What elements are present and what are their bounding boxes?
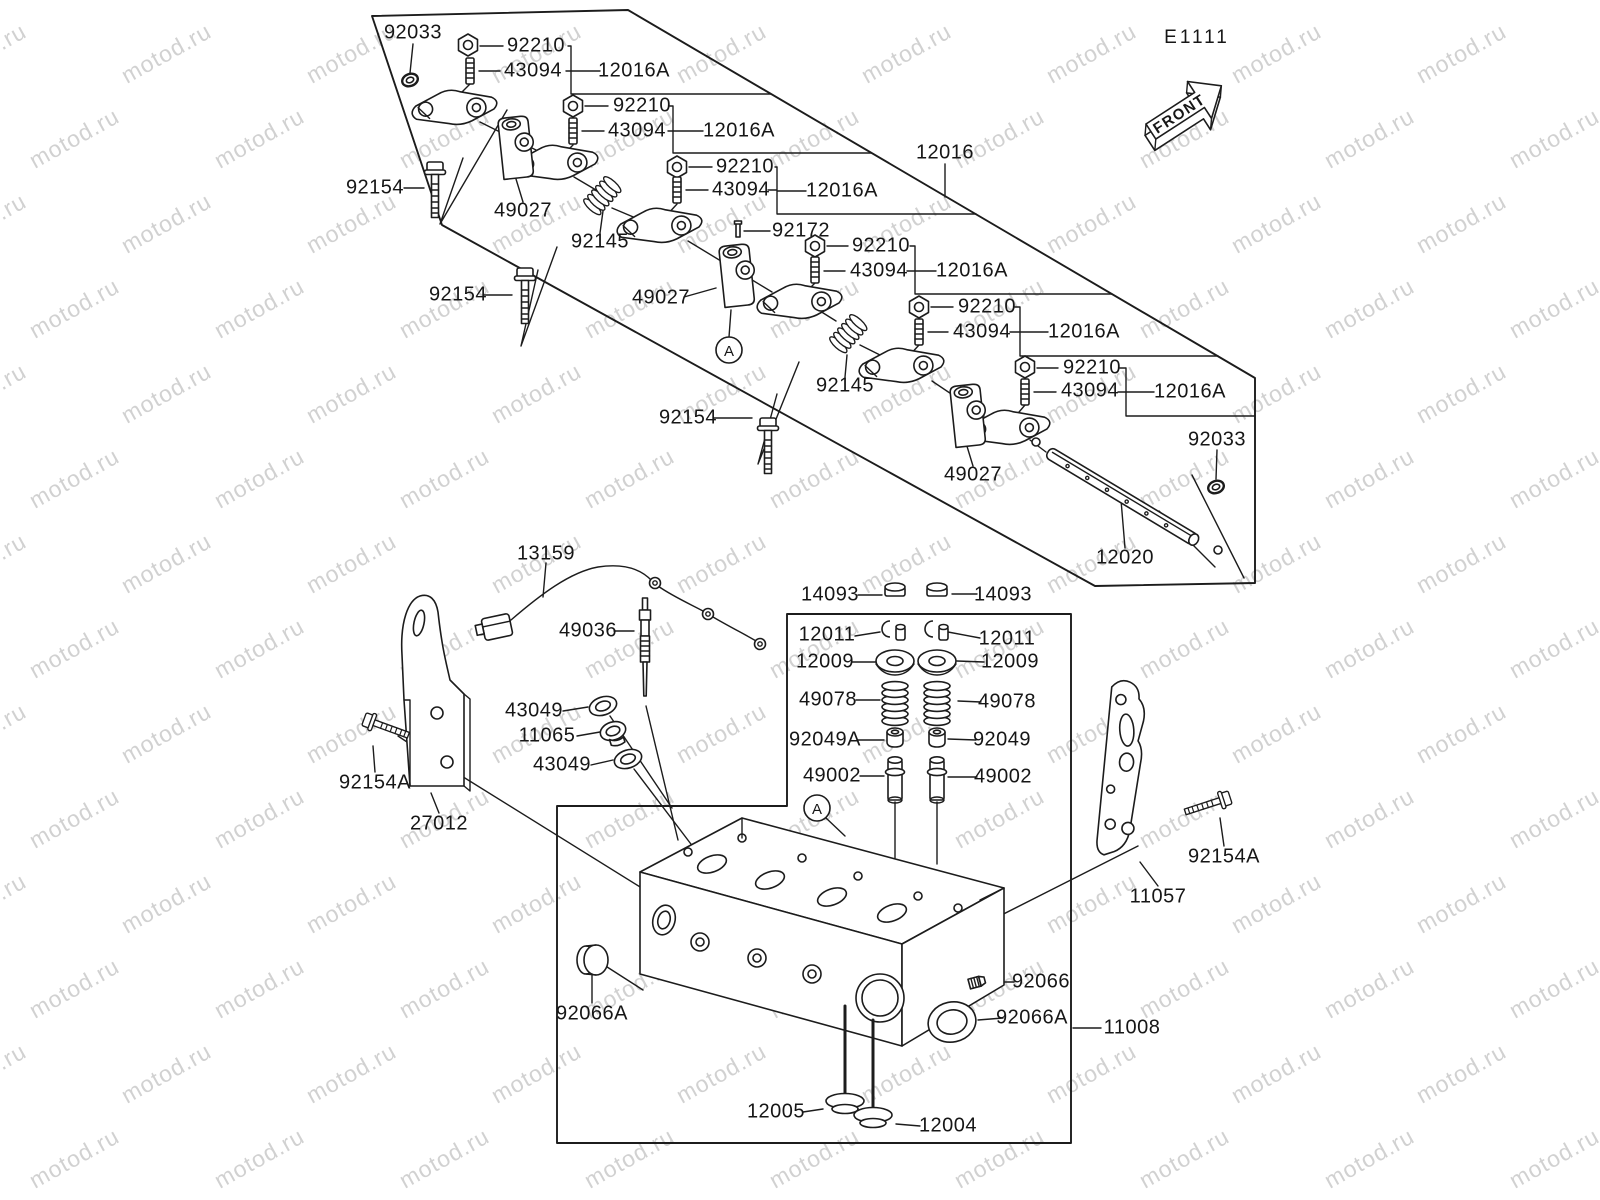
part-label-49078: 49078 <box>977 690 1037 713</box>
part-label-49027: 49027 <box>631 286 691 309</box>
part-label-43094: 43094 <box>1060 379 1120 402</box>
part-label-12016A: 12016A <box>1154 380 1226 403</box>
part-label-92210: 92210 <box>1062 356 1122 379</box>
part-label-92145: 92145 <box>570 230 630 253</box>
part-label-92154: 92154 <box>345 176 405 199</box>
part-label-11065: 11065 <box>518 724 576 747</box>
part-label-43094: 43094 <box>952 320 1012 343</box>
part-label-12016A: 12016A <box>1048 320 1120 343</box>
part-label-12016: 12016 <box>915 141 975 164</box>
part-label-12009: 12009 <box>795 650 855 673</box>
part-label-12016A: 12016A <box>703 119 775 142</box>
detail-marker-a1: A <box>715 336 743 364</box>
part-label-27012: 27012 <box>409 812 469 835</box>
part-label-92066A: 92066A <box>556 1002 628 1025</box>
bracket-left-icon <box>400 594 471 792</box>
part-label-12016A: 12016A <box>936 259 1008 282</box>
part-label-92172: 92172 <box>771 219 831 242</box>
part-label-11008: 11008 <box>1103 1016 1161 1039</box>
plug-icon <box>967 975 987 990</box>
wiring-lead-icon <box>474 565 767 651</box>
glow-plug-icon <box>638 597 652 697</box>
part-label-92049A: 92049A <box>789 728 861 751</box>
part-label-49036: 49036 <box>558 619 618 642</box>
part-label-12005: 12005 <box>746 1100 806 1123</box>
breather-cup-icon <box>599 720 627 747</box>
part-label-92145: 92145 <box>815 374 875 397</box>
part-label-49027: 49027 <box>493 199 553 222</box>
part-label-92033: 92033 <box>1187 428 1247 451</box>
part-label-13159: 13159 <box>516 542 576 565</box>
part-label-92033: 92033 <box>383 21 443 44</box>
part-label-43094: 43094 <box>849 259 909 282</box>
adjuster-pin-icon <box>733 220 743 238</box>
part-label-92154: 92154 <box>658 406 718 429</box>
part-label-12020: 12020 <box>1095 546 1155 569</box>
part-label-12016A: 12016A <box>806 179 878 202</box>
part-label-92210: 92210 <box>715 155 775 178</box>
part-label-92066: 92066 <box>1011 970 1071 993</box>
part-label-12016A: 12016A <box>598 59 670 82</box>
drawing-ref-code: E1111 <box>1164 27 1230 48</box>
part-label-12004: 12004 <box>918 1114 978 1137</box>
part-label-92210: 92210 <box>851 234 911 257</box>
part-label-92049: 92049 <box>972 728 1032 751</box>
part-label-43094: 43094 <box>607 119 667 142</box>
part-label-92154A: 92154A <box>1188 845 1260 868</box>
part-label-92154A: 92154A <box>339 771 411 794</box>
cylinder-head-icon <box>639 817 1005 1047</box>
part-label-92066A: 92066A <box>996 1006 1068 1029</box>
part-label-43094: 43094 <box>711 178 771 201</box>
part-label-12011: 12011 <box>798 623 856 646</box>
part-label-14093: 14093 <box>800 583 860 606</box>
part-label-49027: 49027 <box>943 463 1003 486</box>
part-label-92210: 92210 <box>957 295 1017 318</box>
part-label-92210: 92210 <box>506 34 566 57</box>
leader-lines <box>372 43 1225 1127</box>
cap-icon <box>576 944 609 976</box>
rocker-shaft-icon <box>1031 437 1223 555</box>
part-label-11057: 11057 <box>1129 885 1187 908</box>
part-label-14093: 14093 <box>973 583 1033 606</box>
detail-box-outline <box>556 613 1072 1144</box>
svg-text:A: A <box>812 801 822 818</box>
part-label-43049: 43049 <box>504 699 564 722</box>
part-label-43049: 43049 <box>532 753 592 776</box>
svg-text:A: A <box>724 343 734 360</box>
part-label-12011: 12011 <box>978 627 1036 650</box>
part-label-92154: 92154 <box>428 283 488 306</box>
oil-seal-icon <box>927 1001 977 1043</box>
bracket-right-icon <box>1096 679 1146 856</box>
part-label-49002: 49002 <box>802 764 862 787</box>
rocker-gear <box>399 33 1227 555</box>
part-label-49002: 49002 <box>973 765 1033 788</box>
part-label-12009: 12009 <box>980 650 1040 673</box>
part-label-49078: 49078 <box>798 688 858 711</box>
part-label-92210: 92210 <box>612 94 672 117</box>
cylinder-head-area: A A <box>360 336 1234 1129</box>
detail-marker-a2: A <box>803 794 831 822</box>
part-label-43094: 43094 <box>503 59 563 82</box>
